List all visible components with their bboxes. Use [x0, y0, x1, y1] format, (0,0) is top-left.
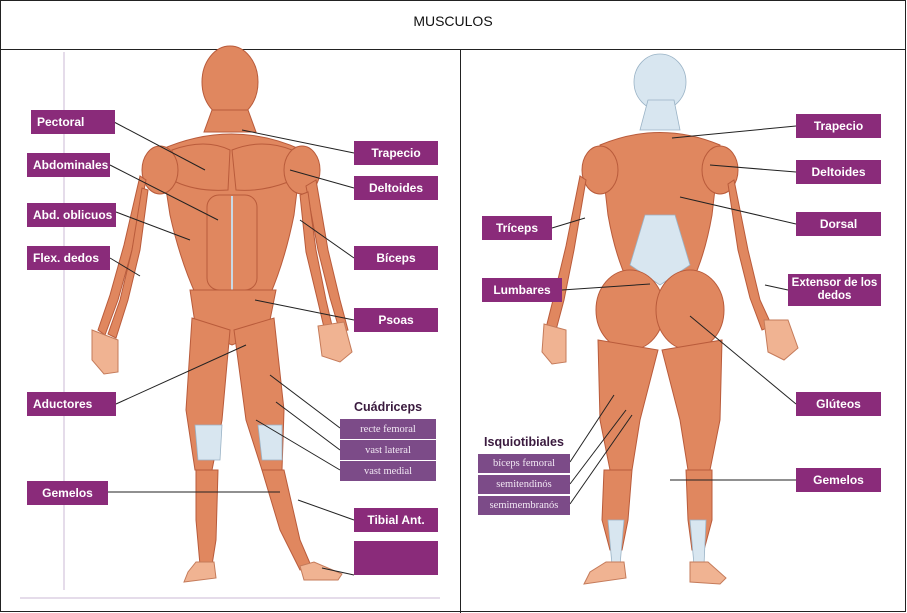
label-gemelos-back: Gemelos: [796, 468, 881, 492]
label-lumbares: Lumbares: [482, 278, 562, 302]
label-trapecio-back: Trapecio: [796, 114, 881, 138]
label-deltoides-front: Deltoides: [354, 176, 438, 200]
label-triceps: Tríceps: [482, 216, 552, 240]
label-dorsal: Dorsal: [796, 212, 881, 236]
isquio-item-semimembranos: semimembranós: [478, 495, 570, 515]
cuadriceps-header: Cuádriceps: [340, 396, 436, 418]
isquio-item-biceps-femoral: bíceps femoral: [478, 453, 570, 473]
label-flex-dedos: Flex. dedos: [27, 246, 110, 270]
cuadriceps-item-vast-medial: vast medial: [340, 460, 436, 481]
label-gemelos-front: Gemelos: [27, 481, 108, 505]
label-abd-oblicuos: Abd. oblicuos: [27, 203, 116, 227]
label-tibial-ant: Tibial Ant.: [354, 508, 438, 532]
isquio-item-semitendinos: semitendinós: [478, 474, 570, 494]
label-aductores: Aductores: [27, 392, 116, 416]
cuadriceps-item-vast-lateral: vast lateral: [340, 439, 436, 460]
label-trapecio-front: Trapecio: [354, 141, 438, 165]
isquiotibiales-header: Isquiotibiales: [478, 432, 570, 452]
label-abdominales: Abdominales: [27, 153, 110, 177]
label-biceps: Bíceps: [354, 246, 438, 270]
label-gluteos: Glúteos: [796, 392, 881, 416]
cuadriceps-item-recte-femoral: recte femoral: [340, 418, 436, 439]
label-empty-box: [354, 541, 438, 575]
label-psoas: Psoas: [354, 308, 438, 332]
label-deltoides-back: Deltoides: [796, 160, 881, 184]
label-pectoral: Pectoral: [31, 110, 115, 134]
label-extensor-dedos: Extensor de los dedos: [788, 274, 881, 306]
